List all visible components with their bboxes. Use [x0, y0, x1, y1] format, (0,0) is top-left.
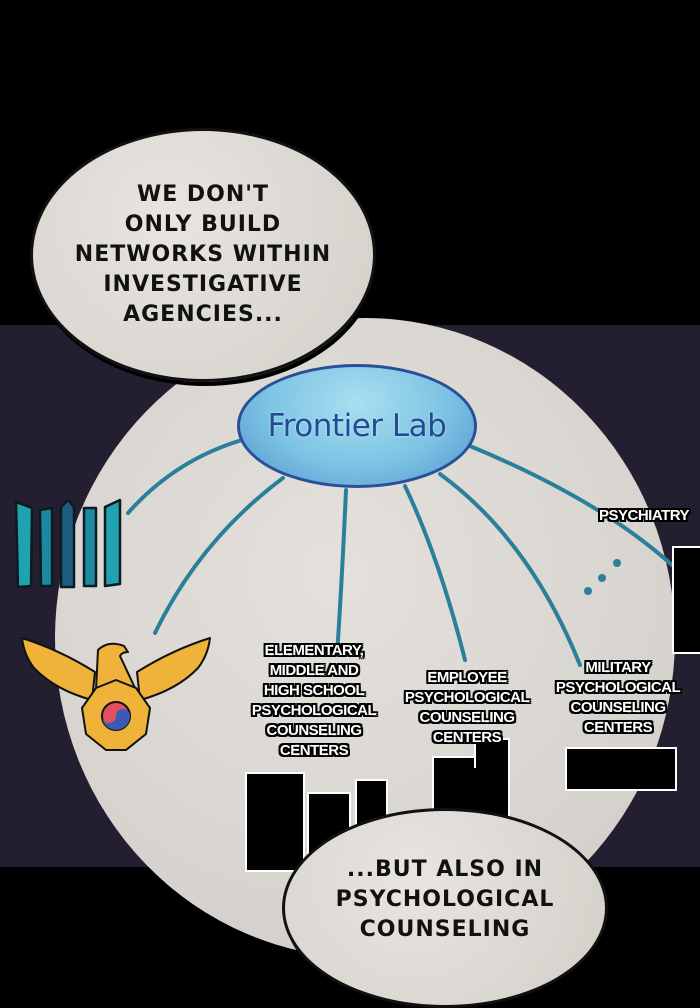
emblem-bar	[82, 506, 98, 588]
label-line: HIGH SCHOOL	[263, 682, 365, 699]
connector-line-police	[153, 476, 285, 635]
prosecution-emblem-icon	[14, 498, 122, 589]
ellipsis-dots-icon	[584, 559, 621, 595]
bubble-line: WE DON'T	[136, 182, 270, 207]
bubble-line: ...BUT ALSO IN	[346, 857, 544, 882]
label-line: COUNSELING	[419, 709, 515, 726]
label-line: PSYCHOLOGICAL	[404, 689, 530, 706]
eagle-left-wing	[21, 637, 96, 701]
connector-line-military	[438, 472, 582, 667]
emblem-bar	[38, 506, 54, 588]
building-silhouette	[672, 546, 700, 654]
emblem-bar	[14, 500, 34, 589]
label-line: CENTERS	[279, 742, 349, 759]
label-line: PSYCHOLOGICAL	[555, 679, 681, 696]
label-line: PSYCHIATRY	[598, 507, 690, 524]
connector-line-prosecution	[126, 438, 244, 515]
speech-bubble-bottom: ...BUT ALSO IN PSYCHOLOGICAL COUNSELING	[282, 808, 608, 1008]
branch-label-school-counseling: ELEMENTARY, MIDDLE AND HIGH SCHOOL PSYCH…	[246, 641, 382, 761]
label-line: EMPLOYEE	[427, 669, 507, 686]
connector-line-school	[335, 488, 348, 657]
label-line: COUNSELING	[266, 722, 362, 739]
label-line: PSYCHOLOGICAL	[251, 702, 377, 719]
speech-bubble-top: WE DON'T ONLY BUILD NETWORKS WITHIN INVE…	[30, 128, 376, 382]
bubble-line: PSYCHOLOGICAL	[335, 887, 555, 912]
label-line: MIDDLE AND	[269, 662, 359, 679]
building-silhouette	[245, 772, 305, 872]
bubble-line: COUNSELING	[359, 917, 531, 942]
eagle-body	[95, 642, 137, 691]
connector-line-employee	[403, 484, 467, 662]
ellipsis-dot	[613, 559, 621, 567]
building-silhouette	[474, 738, 510, 768]
emblem-bar	[59, 498, 76, 589]
bubble-line: AGENCIES...	[123, 302, 283, 327]
police-eagle-emblem-icon	[21, 637, 211, 751]
taegeuk-bottom	[102, 709, 130, 730]
label-line: COUNSELING	[570, 699, 666, 716]
ellipsis-dot	[584, 587, 592, 595]
connector-lines	[126, 438, 674, 667]
bubble-line: ONLY BUILD	[124, 212, 282, 237]
diagram-scene	[14, 438, 674, 751]
label-line: ELEMENTARY,	[264, 642, 364, 659]
bubble-line: NETWORKS WITHIN	[74, 242, 332, 267]
bubble-line: INVESTIGATIVE	[103, 272, 303, 297]
ellipsis-dot	[598, 574, 606, 582]
eagle-right-wing	[136, 637, 211, 701]
frontier-lab-node: Frontier Lab	[237, 364, 477, 488]
emblem-bar	[103, 498, 122, 588]
branch-label-employee-counseling: EMPLOYEE PSYCHOLOGICAL COUNSELING CENTER…	[398, 668, 536, 748]
branch-label-psychiatry: PSYCHIATRY	[594, 506, 694, 526]
building-silhouette	[565, 747, 677, 791]
label-line: MILITARY	[585, 659, 651, 676]
frontier-lab-label: Frontier Lab	[267, 408, 447, 444]
branch-label-military-counseling: MILITARY PSYCHOLOGICAL COUNSELING CENTER…	[550, 658, 686, 738]
label-line: CENTERS	[432, 729, 502, 746]
connector-line-psychiatry	[468, 444, 674, 567]
label-line: CENTERS	[583, 719, 653, 736]
